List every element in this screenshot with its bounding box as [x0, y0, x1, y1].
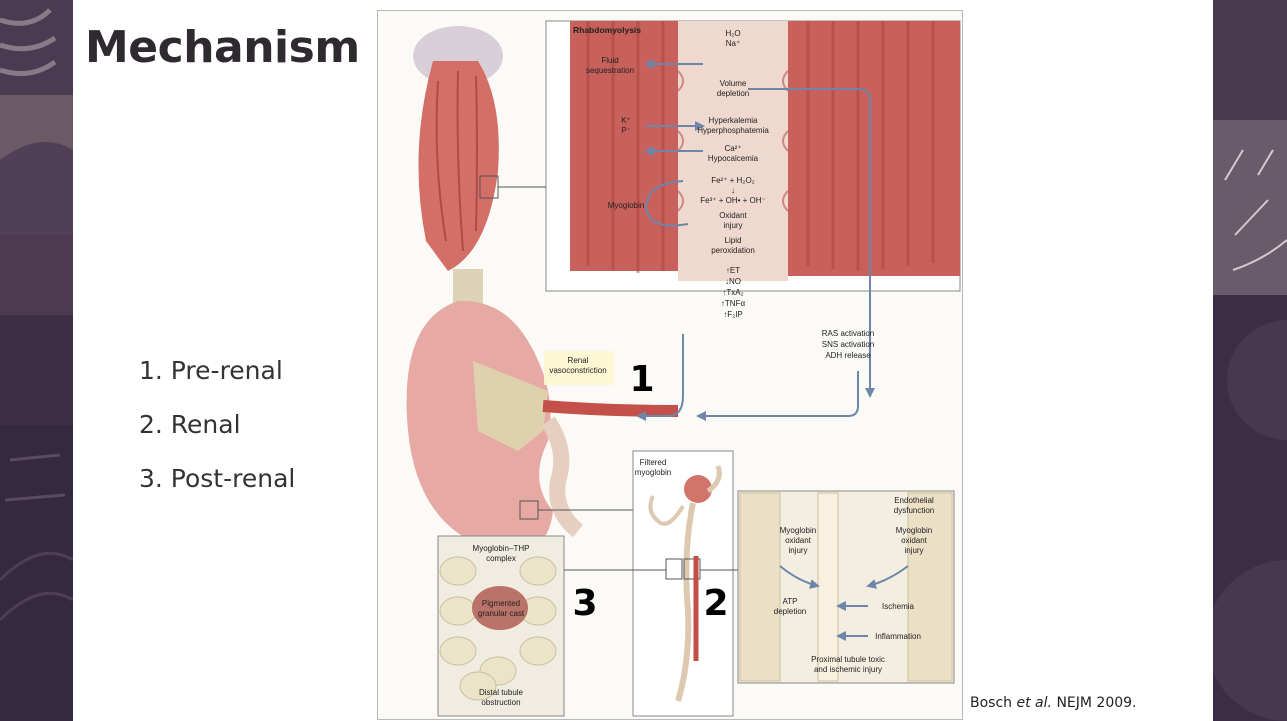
label-myoglobin-filtered: myoglobin	[635, 468, 671, 477]
label-mg-right: Myoglobin	[896, 526, 932, 535]
label-hyperkalemia: Hyperkalemia	[709, 116, 758, 125]
label-lipid: Lipid	[725, 236, 742, 245]
label-pigmented: Pigmented	[482, 599, 520, 608]
label-endothelial: Endothelial	[894, 496, 934, 505]
label-myoglobin: Myoglobin	[608, 201, 644, 210]
frame-pattern-left	[0, 0, 73, 721]
list-item-post-renal: 3. Post-renal	[139, 452, 295, 506]
label-mediator-f2ip: ↑F₂IP	[723, 310, 743, 319]
slide-title: Mechanism	[85, 22, 360, 73]
label-mg-thp: Myoglobin–THP	[473, 544, 530, 553]
label-ca: Ca²⁺	[724, 144, 741, 153]
figure-header: Rhabdomyolysis	[573, 25, 641, 35]
list-item-pre-renal: 1. Pre-renal	[139, 344, 295, 398]
label-renal: Renal	[568, 356, 589, 365]
right-decorative-frame	[1213, 0, 1287, 721]
marker-1: 1	[629, 359, 654, 400]
frame-pattern-right	[1213, 0, 1287, 721]
rhabdomyolysis-figure: Rhabdomyolysis Fluid sequestration H₂O N…	[377, 10, 963, 720]
label-hyperphosphatemia: Hyperphosphatemia	[697, 126, 769, 135]
label-proximal-toxic: Proximal tubule toxic	[811, 655, 885, 664]
label-mediator-txa2: ↑TxA₂	[722, 288, 743, 297]
label-injury-right: injury	[904, 546, 923, 555]
label-volume: Volume	[720, 79, 747, 88]
label-k: K⁺	[621, 116, 631, 125]
citation-source: NEJM 2009.	[1056, 695, 1136, 711]
label-oxidant-right: oxidant	[901, 536, 928, 545]
citation-authors: Bosch	[970, 695, 1012, 711]
label-oxidant-left: oxidant	[785, 536, 812, 545]
label-fenton-2: Fe³⁺ + OH• + OH⁻	[700, 196, 765, 205]
label-atp-depletion: depletion	[774, 607, 806, 616]
label-distal-tubule: Distal tubule	[479, 688, 524, 697]
label-mediator-tnf: ↑TNFα	[721, 299, 746, 308]
left-decorative-frame	[0, 0, 73, 721]
label-complex: complex	[486, 554, 516, 563]
label-atp: ATP	[783, 597, 798, 606]
figure-svg: Rhabdomyolysis Fluid sequestration H₂O N…	[378, 11, 962, 719]
label-fenton-arrow: ↓	[731, 186, 735, 195]
list-item-renal: 2. Renal	[139, 398, 295, 452]
label-filtered: Filtered	[640, 458, 667, 467]
citation: Bosch et al. NEJM 2009.	[970, 695, 1137, 711]
citation-etal: et al.	[1017, 695, 1052, 711]
label-h2o: H₂O	[725, 29, 740, 38]
label-mediator-no: ↓NO	[725, 277, 741, 286]
label-dysfunction: dysfunction	[894, 506, 934, 515]
label-oxidant: Oxidant	[719, 211, 747, 220]
label-na: Na⁺	[726, 39, 740, 48]
label-fluid: Fluid	[601, 56, 618, 65]
marker-3: 3	[572, 583, 597, 624]
label-hypocalcemia: Hypocalcemia	[708, 154, 759, 163]
label-fenton-1: Fe²⁺ + H₂O₂	[711, 176, 755, 185]
label-adh: ADH release	[825, 351, 871, 360]
label-mg-left: Myoglobin	[780, 526, 816, 535]
label-peroxidation: peroxidation	[711, 246, 755, 255]
label-injury: injury	[723, 221, 742, 230]
marker-2: 2	[703, 583, 728, 624]
label-ras: RAS activation	[822, 329, 874, 338]
label-ischemia: Ischemia	[882, 602, 915, 611]
granular-cast	[472, 586, 528, 630]
slide: Mechanism 1. Pre-renal 2. Renal 3. Post-…	[73, 0, 1213, 721]
label-p: P⁻	[621, 126, 631, 135]
label-depletion: depletion	[717, 89, 749, 98]
label-inflammation: Inflammation	[875, 632, 921, 641]
mechanism-list: 1. Pre-renal 2. Renal 3. Post-renal	[139, 344, 295, 506]
skeletal-muscle-illustration	[413, 26, 546, 309]
label-obstruction: obstruction	[481, 698, 520, 707]
label-mediator-et: ↑ET	[726, 266, 740, 275]
label-vasoconstriction: vasoconstriction	[549, 366, 606, 375]
label-sns: SNS activation	[822, 340, 874, 349]
label-ischemic-injury: and ischemic injury	[814, 665, 882, 674]
label-sequestration: sequestration	[586, 66, 634, 75]
label-granular-cast: granular cast	[478, 609, 525, 618]
label-injury-left: injury	[788, 546, 807, 555]
